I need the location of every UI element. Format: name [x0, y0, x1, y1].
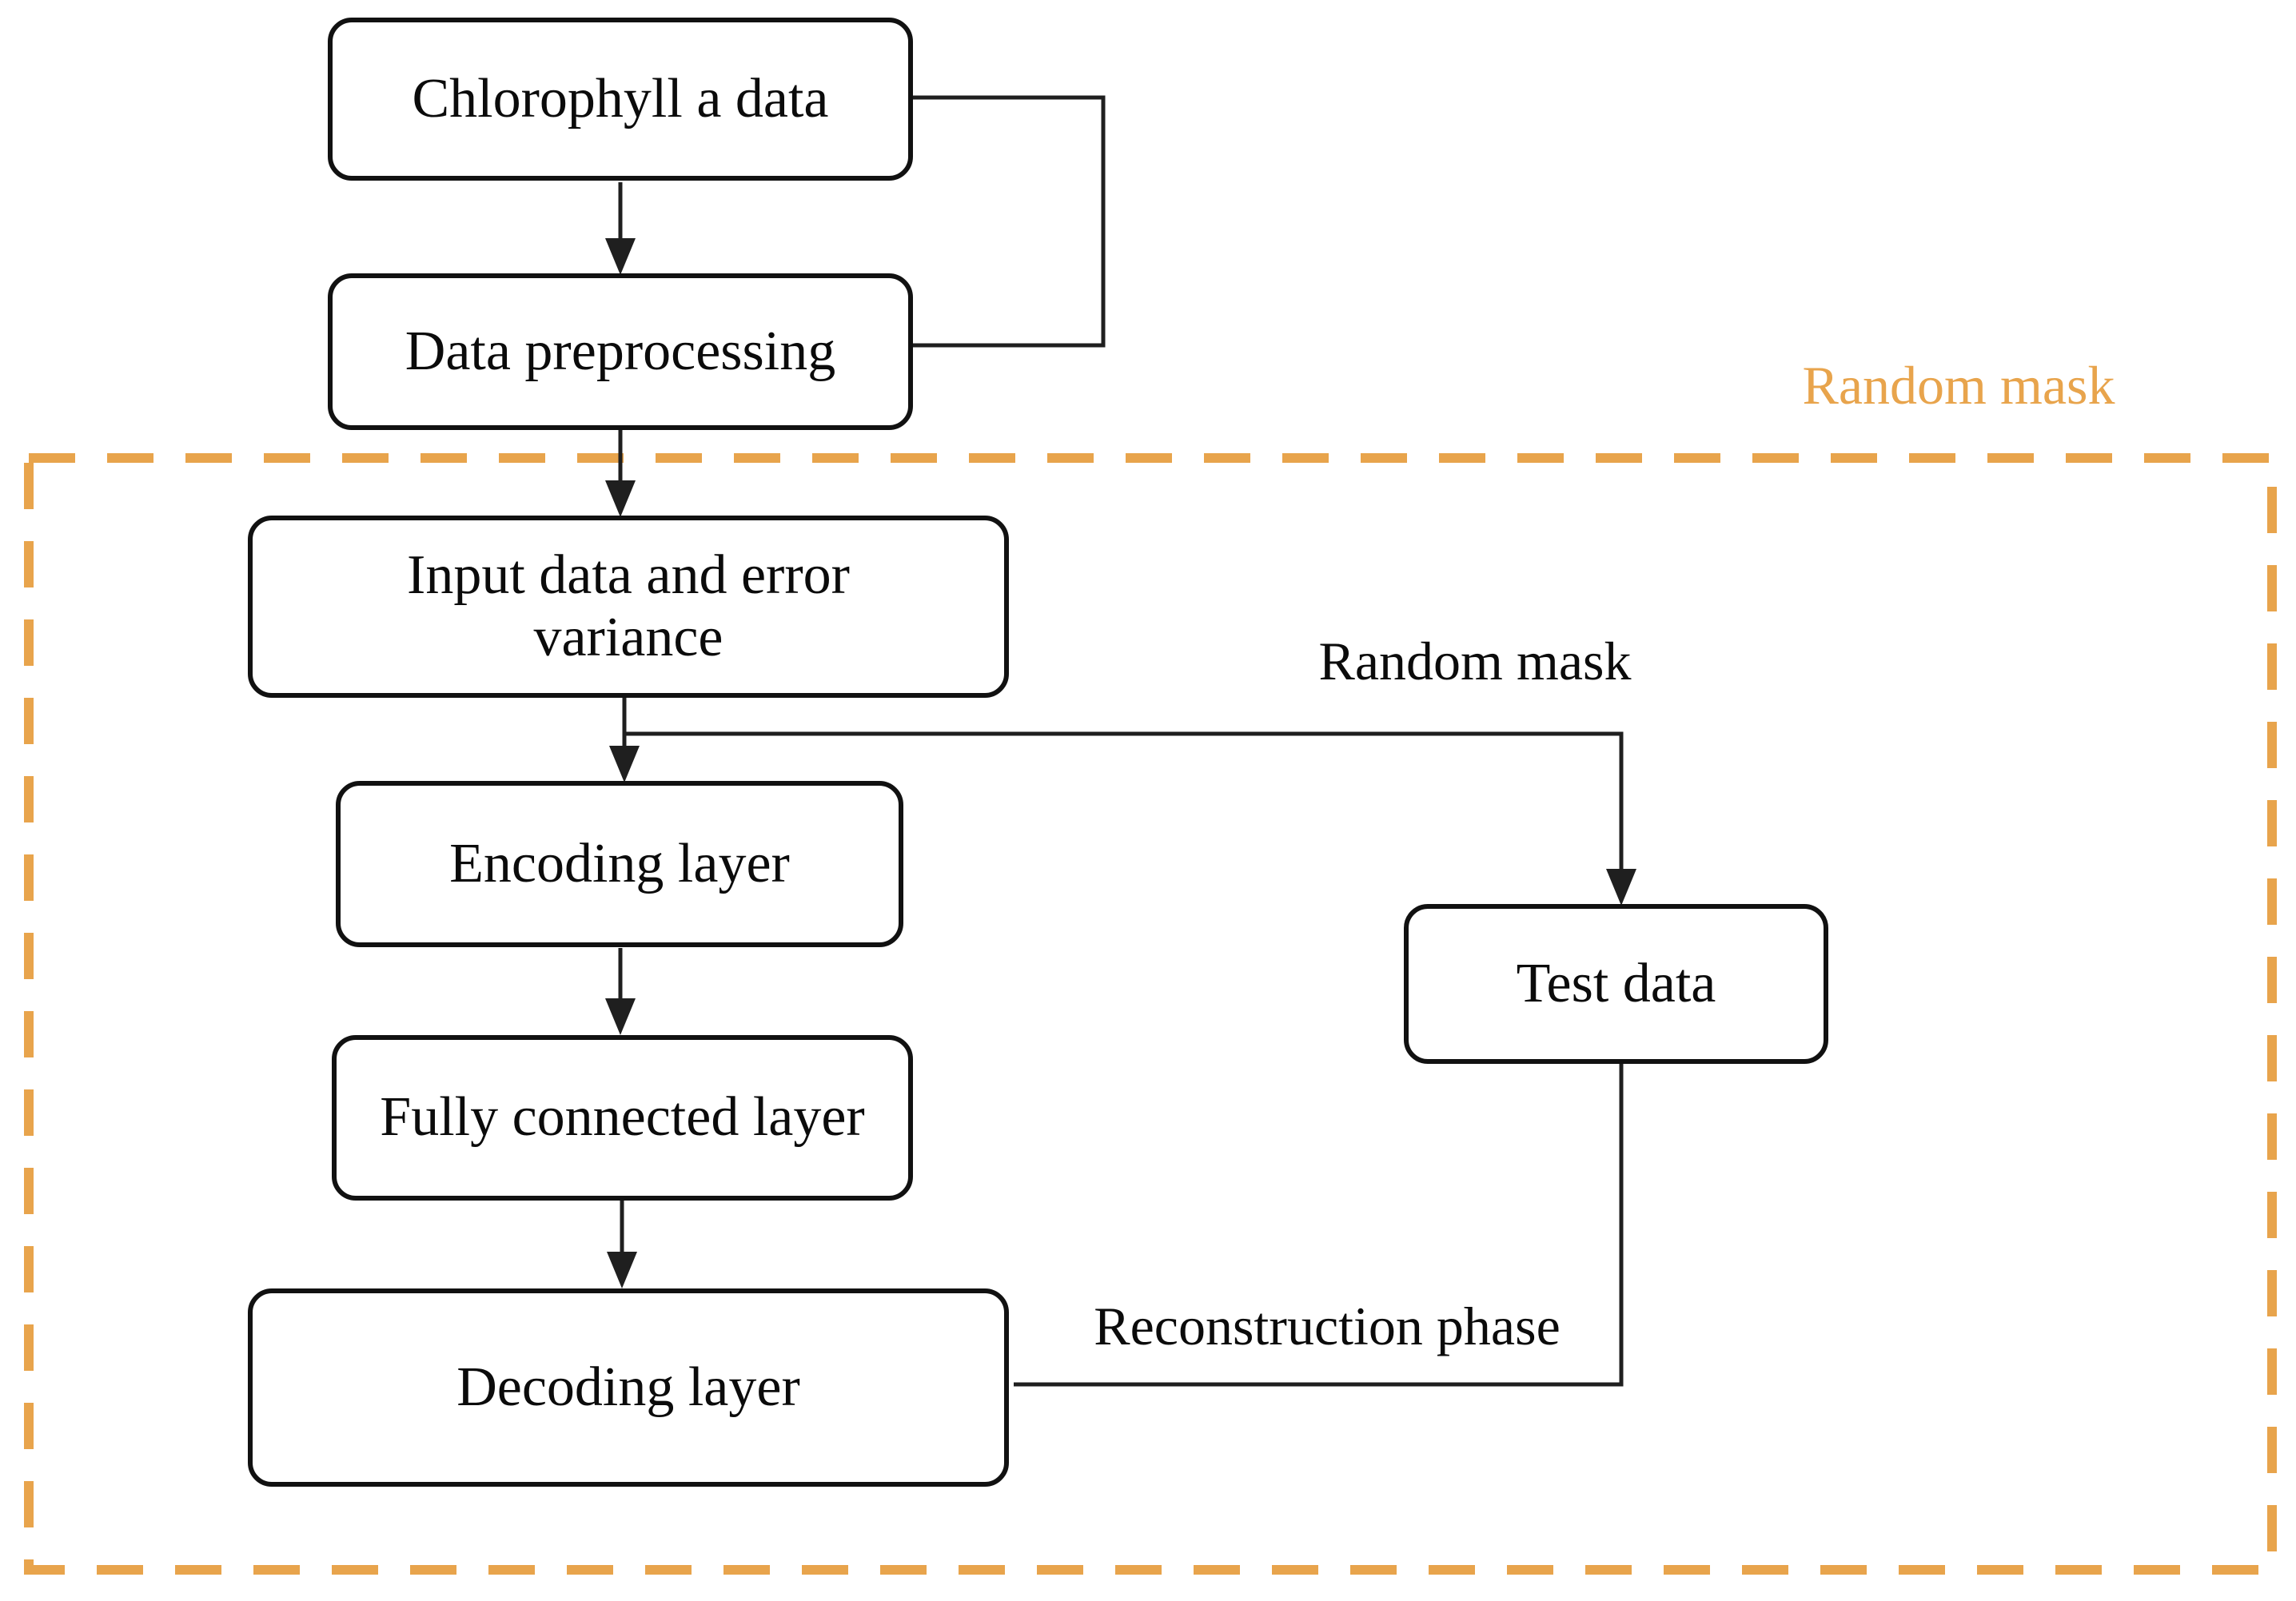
node-input-label-line1: Input data and error	[407, 544, 850, 606]
node-chlorophyll-a-data: Chlorophyll a data	[328, 18, 913, 181]
arrowhead-into-input	[605, 480, 636, 517]
random-mask-region-label: Random mask	[1802, 355, 2115, 416]
node-encoding-layer-label: Encoding layer	[449, 832, 790, 894]
node-test-data-label: Test data	[1516, 952, 1716, 1014]
arrowhead-into-test-data	[1606, 869, 1636, 906]
node-test-data: Test data	[1404, 904, 1828, 1064]
edge-test-data-to-decoding-reconstruction	[1014, 1064, 1624, 1387]
edge-chlorophyll-to-preprocessing-loop	[913, 95, 1106, 348]
edge-random-mask-to-test-data	[624, 731, 1624, 869]
reconstruction-phase-edge-label: Reconstruction phase	[1094, 1296, 1561, 1356]
random-mask-region-border	[24, 453, 2277, 1575]
arrowhead-into-decoding	[607, 1252, 637, 1288]
node-data-preprocessing: Data preprocessing	[328, 273, 913, 430]
node-input-data-and-error-variance: Input data and error variance	[248, 516, 1009, 698]
node-decoding-layer-label: Decoding layer	[456, 1356, 800, 1418]
node-decoding-layer: Decoding layer	[248, 1288, 1009, 1487]
node-fully-connected-layer-label: Fully connected layer	[380, 1086, 865, 1149]
arrowhead-into-preprocessing	[605, 238, 636, 275]
node-input-label-line2: variance	[533, 607, 723, 668]
node-fully-connected-layer: Fully connected layer	[332, 1035, 913, 1201]
node-data-preprocessing-label: Data preprocessing	[405, 320, 836, 382]
arrowhead-into-encoding	[609, 746, 640, 783]
random-mask-edge-label: Random mask	[1318, 631, 1632, 691]
arrowhead-into-fully-connected	[605, 998, 636, 1035]
node-chlorophyll-a-data-label: Chlorophyll a data	[412, 67, 829, 129]
node-encoding-layer: Encoding layer	[336, 781, 903, 947]
